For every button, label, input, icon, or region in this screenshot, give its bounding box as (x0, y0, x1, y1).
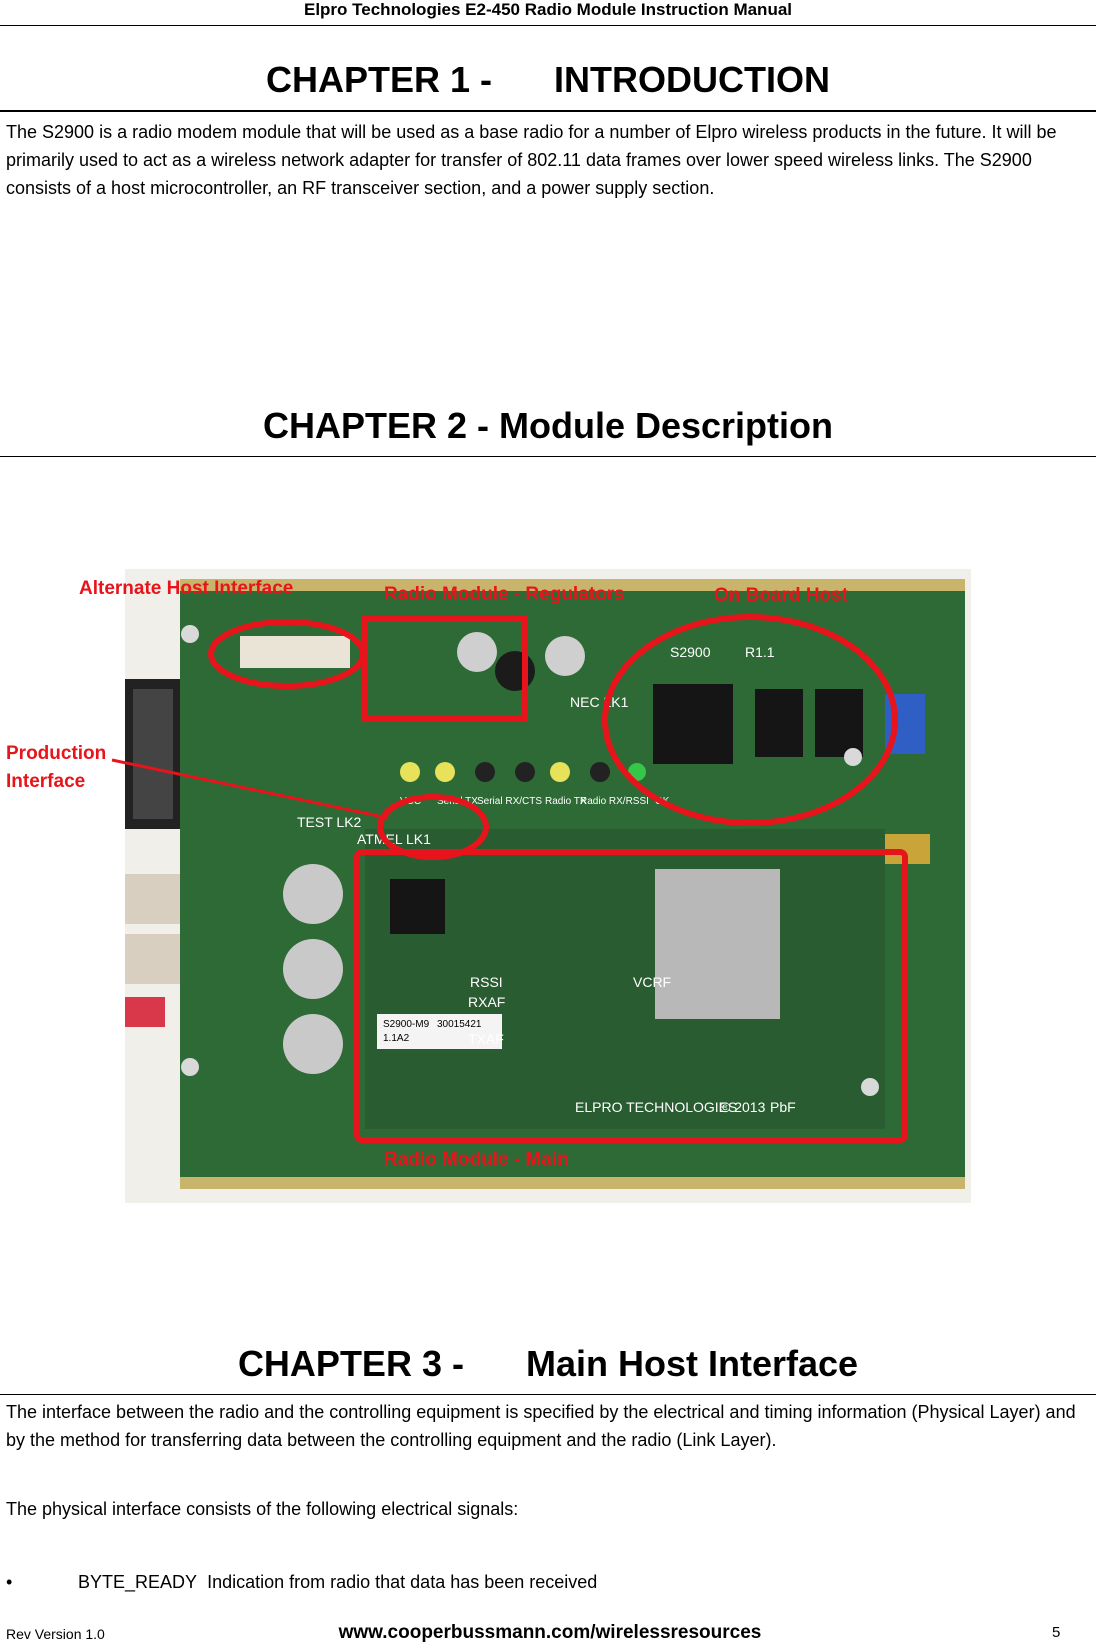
chapter-3-number: CHAPTER 3 - (237, 1343, 464, 1384)
silk-vcrf: VCRF (633, 974, 671, 990)
chapter-3-para-2: The physical interface consists of the f… (6, 1499, 519, 1519)
silk-rxaf: RXAF (468, 994, 505, 1010)
silk-pbf: PbF (770, 1099, 796, 1115)
footer-url-link[interactable]: www.cooperbussmann.com/wirelessresources (338, 1622, 762, 1643)
silk-nec-link: NEC LK1 (570, 694, 629, 710)
silk-rssi: RSSI (470, 974, 503, 990)
silk-test-link: TEST LK2 (297, 814, 362, 830)
chapter-1-body: The S2900 is a radio modem module that w… (6, 122, 1057, 198)
chapter-1-title: INTRODUCTION (554, 59, 830, 100)
silk-model: S2900 (670, 644, 711, 660)
footer-revision: Rev Version 1.0 (6, 1626, 105, 1642)
silk-led-3: Serial RX/CTS (477, 796, 542, 807)
bullet-list-item: • (6, 1568, 12, 1596)
label-production-line-1: Production (6, 743, 107, 764)
chapter-3-title: Main Host Interface (525, 1343, 859, 1384)
chapter-3-para-1: The interface between the radio and the … (6, 1402, 1076, 1450)
sticker-serial: 30015421 (437, 1019, 482, 1030)
bullet-mark: • (6, 1572, 13, 1592)
label-production-line-2: Interface (6, 771, 86, 792)
annotation-on-board-host-ellipse (602, 614, 898, 826)
chapter-1-number: CHAPTER 1 - (265, 59, 493, 100)
silk-revision: R1.1 (745, 644, 775, 660)
annotation-regulators-rect (362, 616, 528, 722)
silk-txaf: TXAF (468, 1031, 504, 1047)
chapter-3-rule (0, 1394, 1096, 1395)
bullet-content: BYTE_READY Indication from radio that da… (78, 1568, 597, 1596)
chapter-3-heading: CHAPTER 3 - Main Host Interface (0, 1344, 1096, 1384)
label-on-board-host: On Board Host (714, 585, 849, 606)
footer-page-number: 5 (1052, 1624, 1061, 1641)
bullet-signal: BYTE_READY (78, 1572, 198, 1592)
bullet-description: Indication from radio that data has been… (207, 1572, 598, 1592)
label-radio-module-main: Radio Module - Main (384, 1149, 569, 1170)
silk-atmel-link: ATMEL LK1 (357, 831, 431, 847)
chapter-2-rule (0, 456, 1096, 457)
silk-led-5: Radio RX/RSSI (580, 796, 649, 807)
pcb-illustration: S2900 R1.1 NEC LK1 TEST LK2 ATMEL LK1 RS… (125, 569, 971, 1203)
pcb-photo: S2900 R1.1 NEC LK1 TEST LK2 ATMEL LK1 RS… (125, 569, 971, 1203)
label-radio-module-regulators: Radio Module - Regulators (384, 584, 625, 605)
annotation-production-ellipse (377, 794, 489, 860)
page-header: Elpro Technologies E2-450 Radio Module I… (0, 0, 1096, 26)
chapter-1-heading: CHAPTER 1 - INTRODUCTION (0, 60, 1096, 100)
chapter-1-rule (0, 110, 1096, 112)
sticker-line-1: S2900-M9 (383, 1019, 430, 1030)
silk-year: © 2013 (720, 1099, 766, 1115)
silk-maker: ELPRO TECHNOLOGIES (575, 1099, 737, 1115)
label-alternate-host-interface: Alternate Host Interface (79, 578, 294, 599)
chapter-2-heading: CHAPTER 2 - Module Description (262, 405, 834, 446)
sticker-line-2: 1.1A2 (383, 1033, 410, 1044)
silk-led-4: Radio TX (545, 796, 587, 807)
annotation-radio-main-rect (354, 849, 908, 1143)
